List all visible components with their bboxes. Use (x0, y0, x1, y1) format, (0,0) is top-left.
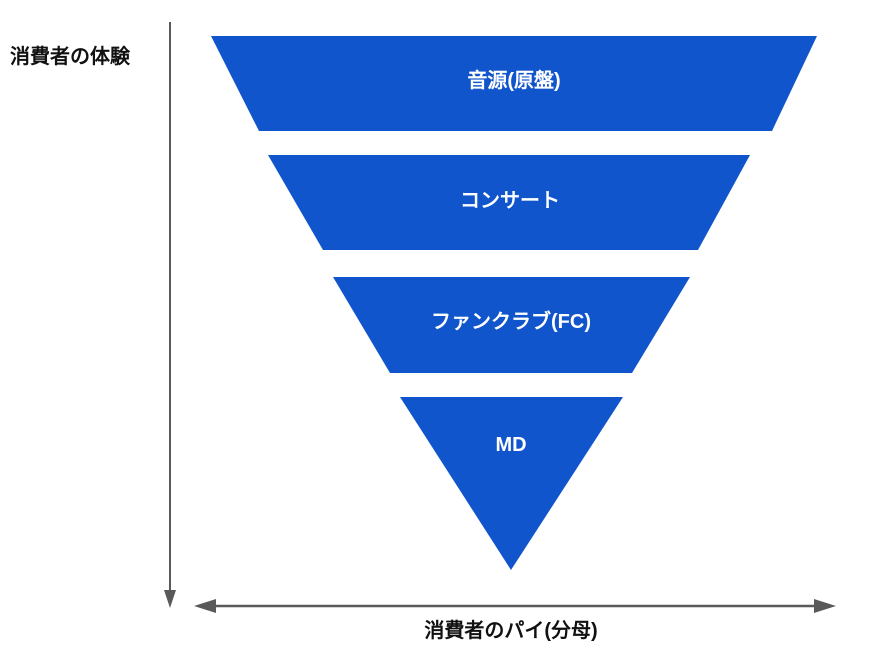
x-axis-arrowhead-right-icon (814, 599, 836, 613)
funnel-segment-music-source-label: 音源(原盤) (467, 68, 560, 92)
funnel-segment-fanclub: ファンクラブ(FC) (333, 277, 690, 373)
x-axis: 消費者のパイ(分母) (194, 599, 836, 642)
funnel-segment-fanclub-label: ファンクラブ(FC) (431, 309, 591, 333)
x-axis-label: 消費者のパイ(分母) (424, 618, 597, 642)
funnel-segment-md: MD (400, 397, 623, 570)
funnel-segment-fanclub-shape (333, 277, 690, 373)
funnel-segment-md-shape (400, 397, 623, 570)
x-axis-arrowhead-left-icon (194, 599, 216, 613)
funnel-segment-concert-shape (268, 155, 750, 250)
y-axis-label: 消費者の体験 (10, 44, 131, 68)
funnel-segment-md-label: MD (495, 434, 526, 456)
y-axis-arrowhead-down-icon (164, 590, 176, 608)
funnel-segment-concert: コンサート (268, 155, 750, 250)
funnel-segment-music-source: 音源(原盤) (211, 36, 817, 131)
funnel-segment-music-source-shape (211, 36, 817, 131)
y-axis: 消費者の体験 (10, 22, 176, 608)
funnel-segment-concert-label: コンサート (460, 190, 560, 212)
